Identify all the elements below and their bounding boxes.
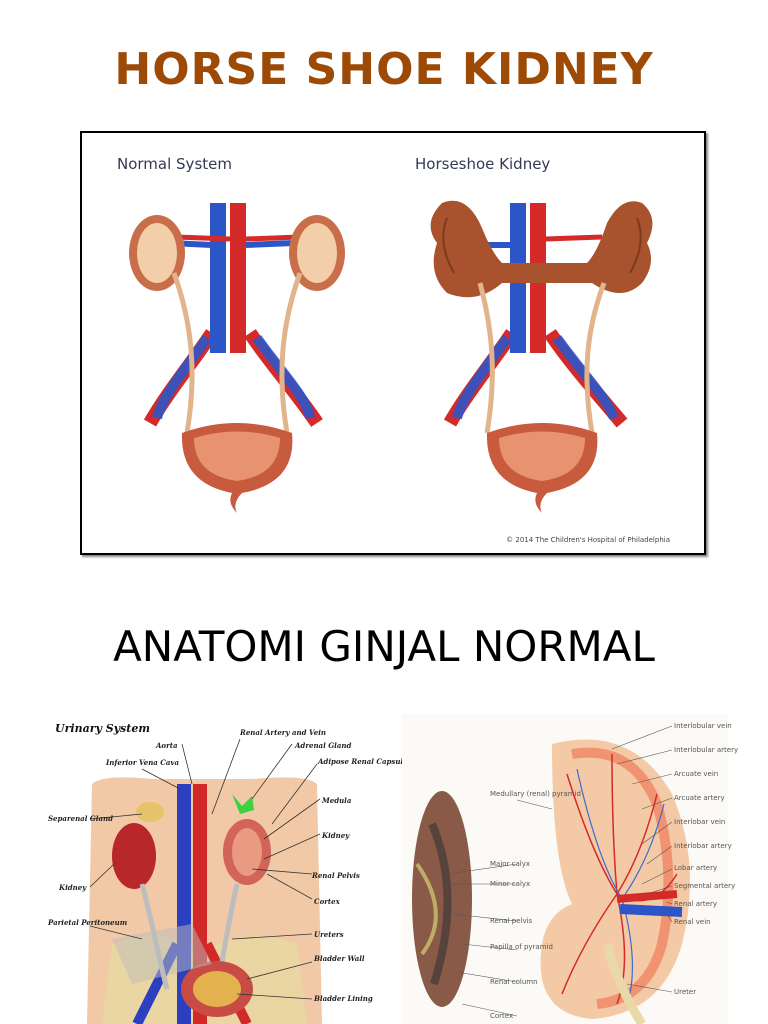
horseshoe-kidney-label: Horseshoe Kidney: [415, 155, 551, 173]
urinary-system-diagram: Urinary System Aorta Inferior Vena Cava …: [42, 714, 408, 1024]
label-kidney-right: Kidney: [322, 831, 350, 840]
label-ureter: Ureter: [674, 988, 697, 996]
label-lobar-artery: Lobar artery: [674, 864, 718, 872]
label-renal-artery-vein: Renal Artery and Vein: [240, 728, 326, 737]
label-major-calyx: Major calyx: [490, 860, 531, 868]
label-renal-pelvis: Renal pelvis: [490, 917, 533, 925]
label-adrenal-gland: Adrenal Gland: [295, 741, 352, 750]
label-interlobular-vein: Interlobular vein: [674, 722, 732, 730]
label-arcuate-vein: Arcuate vein: [674, 770, 719, 778]
label-inferior-vena-cava: Inferior Vena Cava: [106, 758, 179, 767]
kidney-cross-section-diagram: Medullary (renal) pyramid Major calyx Mi…: [402, 714, 738, 1024]
label-adipose-renal-capsule: Adipose Renal Capsule: [318, 757, 408, 766]
label-renal-column: Renal column: [490, 978, 538, 986]
label-renal-artery: Renal artery: [674, 900, 717, 908]
label-kidney-left: Kidney: [59, 883, 87, 892]
label-cortex: Cortex: [490, 1012, 514, 1020]
label-aorta: Aorta: [156, 741, 178, 750]
label-minor-calyx: Minor calyx: [490, 880, 531, 888]
urinary-system-art: [87, 738, 322, 1024]
urinary-diagrams: [129, 200, 653, 513]
label-bladder-lining: Bladder Lining: [314, 994, 373, 1003]
label-interlobar-vein: Interlobar vein: [674, 818, 726, 826]
normal-system-illustration: [129, 203, 345, 513]
label-bladder-wall: Bladder Wall: [314, 954, 365, 963]
label-interlobar-artery: Interlobar artery: [674, 842, 732, 850]
label-parietal-peritoneum: Parietal Peritoneum: [48, 918, 128, 927]
urinary-system-title: Urinary System: [55, 722, 150, 735]
label-papilla-of-pyramid: Papilla of pyramid: [490, 943, 553, 951]
slide-title: HORSE SHOE KIDNEY: [114, 44, 654, 95]
label-separenal-gland: Separenal Gland: [48, 814, 113, 823]
copyright-text: © 2014 The Children's Hospital of Philad…: [506, 536, 670, 544]
label-segmental-artery: Segmental artery: [674, 882, 736, 890]
label-cortex: Cortex: [314, 897, 340, 906]
section-heading: ANATOMI GINJAL NORMAL: [113, 622, 655, 671]
label-arcuate-artery: Arcuate artery: [674, 794, 725, 802]
label-medullary-pyramid: Medullary (renal) pyramid: [490, 790, 581, 798]
horseshoe-kidney-figure: Normal System Horseshoe Kidney: [80, 131, 706, 555]
horseshoe-system-illustration: [430, 200, 653, 513]
label-renal-pelvis: Renal Pelvis: [312, 871, 360, 880]
label-medula: Medula: [322, 796, 352, 805]
label-interlobular-artery: Interlobular artery: [674, 746, 739, 754]
label-renal-vein: Renal vein: [674, 918, 711, 926]
label-ureters: Ureters: [314, 930, 344, 939]
normal-system-label: Normal System: [117, 155, 232, 173]
kidney-cross-section-art: [412, 725, 690, 1024]
